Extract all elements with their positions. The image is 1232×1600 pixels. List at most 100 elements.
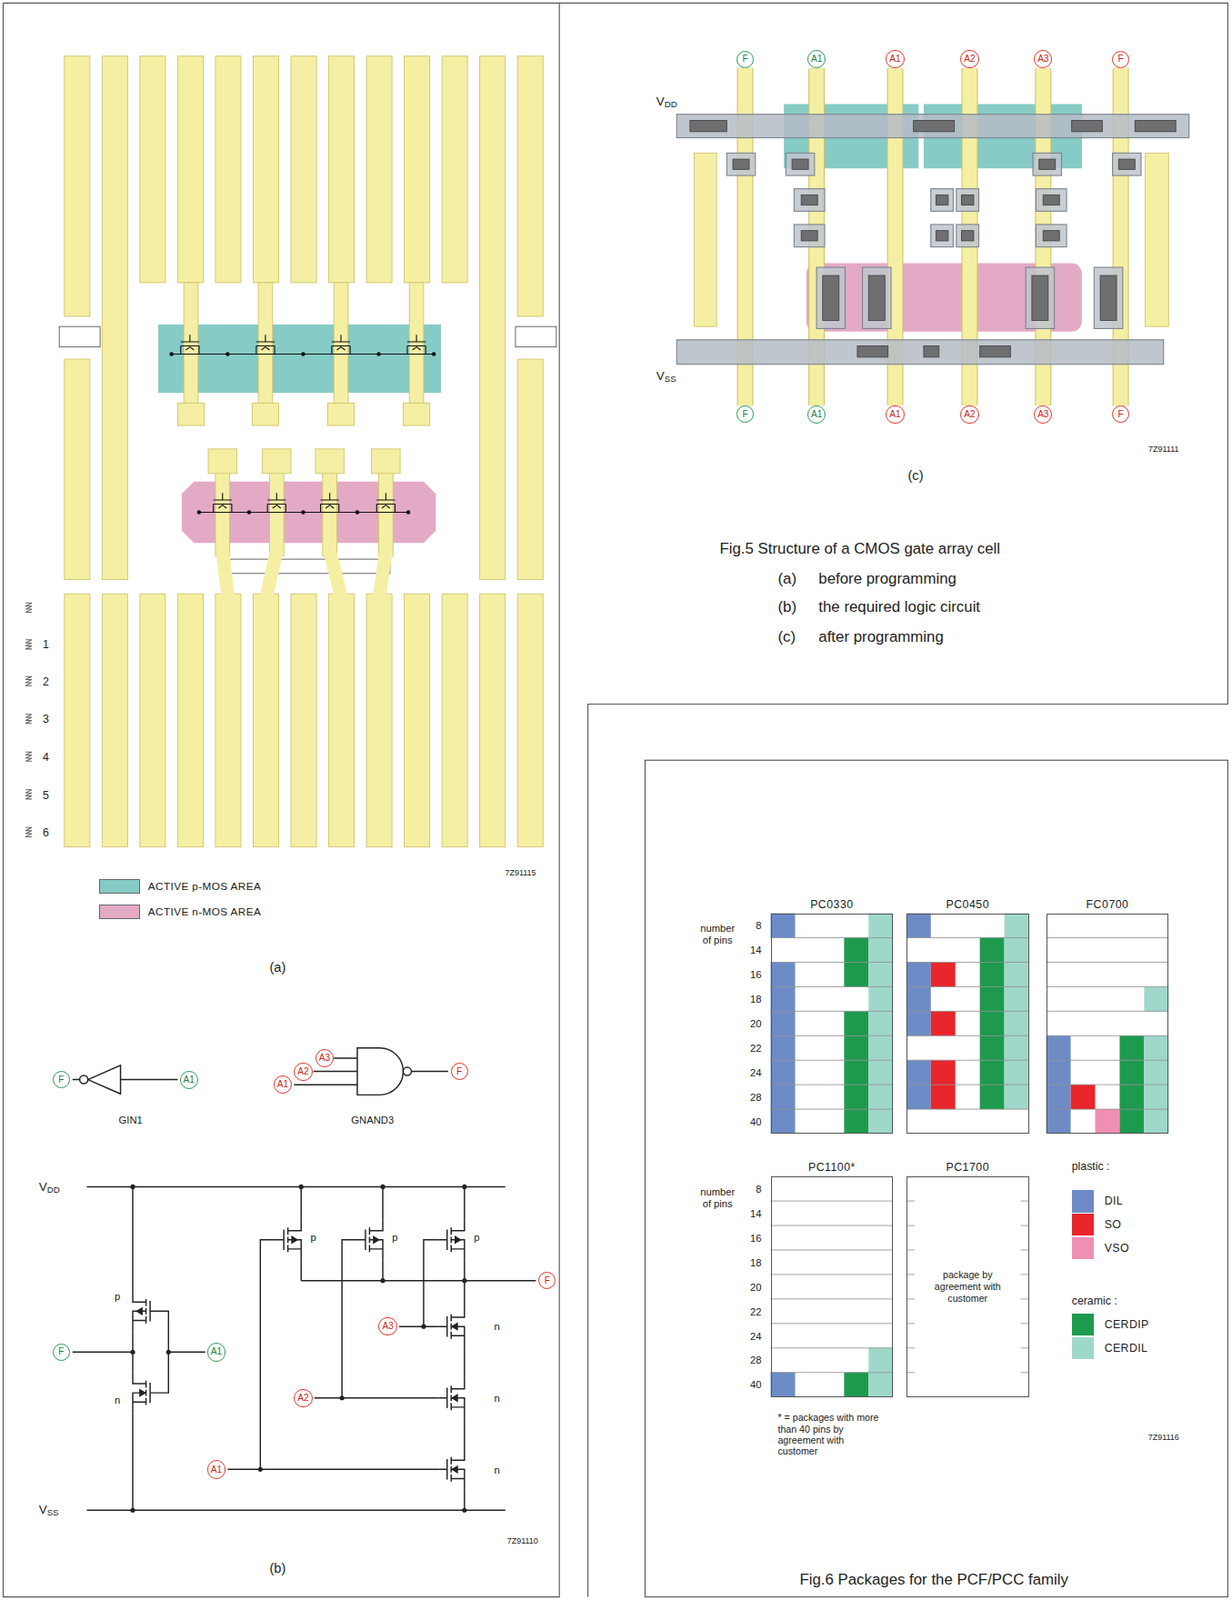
subscript: DD	[664, 99, 678, 110]
contacts	[690, 120, 1176, 357]
package-cell	[1119, 1084, 1144, 1110]
pin-name: A2	[297, 1067, 309, 1077]
channel-type: n	[494, 1463, 501, 1476]
package-cell	[868, 1348, 893, 1373]
transistor-marks	[169, 334, 436, 515]
package-cell	[868, 1084, 893, 1110]
package-cell	[906, 1084, 932, 1110]
package-cell	[868, 913, 893, 939]
gate-name: GNAND3	[350, 1113, 394, 1126]
legend-swatch	[99, 904, 141, 921]
row-line	[1046, 937, 1170, 939]
package-cell	[1004, 938, 1030, 963]
footnote: * = packages with more than 40 pins by a…	[777, 1412, 880, 1458]
transistor-symbols	[132, 1219, 465, 1490]
pin-circle: A1	[207, 1460, 226, 1479]
legend-swatch	[1071, 1337, 1095, 1361]
package-cell	[843, 1060, 869, 1085]
pin-circle: F	[1111, 405, 1130, 423]
pin-number: 20	[750, 1281, 762, 1293]
pin-name: F	[58, 1347, 64, 1357]
legend-text: VSO	[1104, 1242, 1130, 1255]
legend-heading: plastic :	[1071, 1160, 1111, 1173]
pin-circle: F	[736, 405, 754, 423]
package-cell	[906, 1060, 932, 1085]
pin-circle: A2	[293, 1389, 312, 1408]
package-cell	[843, 1035, 869, 1061]
package-cell	[1094, 1109, 1120, 1134]
package-cell	[931, 961, 956, 987]
package-cell	[771, 1060, 796, 1085]
package-cell	[868, 1035, 893, 1061]
row-line	[771, 1250, 894, 1252]
pin-circle: A1	[885, 50, 904, 69]
package-cell	[771, 1372, 796, 1398]
pin-circle: F	[538, 1272, 556, 1290]
pin-number: 28	[750, 1354, 762, 1367]
pin-circle: A1	[180, 1071, 199, 1090]
package-cell	[843, 1372, 869, 1398]
channel-type: p	[310, 1231, 317, 1243]
pin-number: 20	[750, 1018, 762, 1031]
legend-text: ACTIVE n-MOS AREA	[148, 905, 261, 918]
pin-circle: F	[736, 50, 754, 69]
package-cell	[843, 961, 869, 987]
supply-rails	[676, 114, 1189, 365]
package-table: PC0330	[771, 913, 894, 1134]
row-tick	[906, 1225, 915, 1227]
legend-swatch	[99, 879, 141, 895]
pin-name: F	[1118, 54, 1124, 64]
pin-name: A1	[210, 1347, 222, 1357]
subscript: DD	[47, 1184, 61, 1195]
package-cell	[980, 1060, 1005, 1085]
channel-type: n	[114, 1394, 121, 1407]
package-cell	[980, 961, 1005, 987]
row-line	[906, 961, 1030, 963]
row-line	[906, 1035, 1030, 1037]
legend-swatch	[1071, 1237, 1095, 1261]
legend-text: SO	[1104, 1218, 1122, 1232]
package-cell	[906, 913, 932, 939]
pin-name: F	[741, 410, 748, 420]
pin-name: F	[741, 54, 748, 64]
channel-type: p	[391, 1231, 398, 1243]
pin-name: A1	[210, 1465, 222, 1475]
package-cell	[868, 1109, 893, 1134]
pin-name: A1	[811, 54, 822, 64]
table-heading: PC0330	[753, 899, 912, 912]
legend-text: CERDIL	[1104, 1342, 1149, 1355]
package-cell	[843, 1084, 869, 1110]
row-line	[771, 1298, 894, 1300]
package-cell	[1143, 1060, 1169, 1085]
schematic-wires	[72, 1186, 537, 1511]
row-line	[771, 1372, 894, 1373]
caption-text: before programming	[818, 570, 957, 588]
package-cell	[1119, 1060, 1144, 1085]
package-cell	[1004, 1084, 1030, 1110]
pin-name: F	[456, 1067, 462, 1077]
row-tick	[1021, 1298, 1030, 1300]
pin-name: A2	[297, 1393, 309, 1403]
pin-number: 40	[750, 1379, 762, 1392]
row-line	[771, 986, 894, 988]
legend-heading: ceramic :	[1071, 1294, 1118, 1308]
package-cell	[843, 1109, 869, 1134]
pin-name: A2	[963, 54, 975, 64]
row-line	[771, 1060, 894, 1062]
row-line	[906, 1011, 1030, 1012]
package-cell	[931, 1060, 956, 1085]
row-tick	[1021, 1273, 1030, 1275]
pin-name: A2	[963, 410, 975, 420]
legend-text: DIL	[1104, 1194, 1123, 1208]
package-cell	[1004, 913, 1030, 939]
supply-name: VSS	[39, 1502, 60, 1519]
pin-circle: A2	[960, 405, 979, 424]
row-tick	[1021, 1225, 1030, 1227]
pin-number: 18	[750, 993, 762, 1006]
pin-name: A1	[182, 1075, 194, 1085]
package-cell	[1004, 986, 1030, 1012]
pin-name: F	[544, 1276, 551, 1286]
package-cell	[868, 1372, 893, 1398]
pin-name: A3	[319, 1053, 331, 1063]
pin-circle: A1	[807, 50, 826, 69]
